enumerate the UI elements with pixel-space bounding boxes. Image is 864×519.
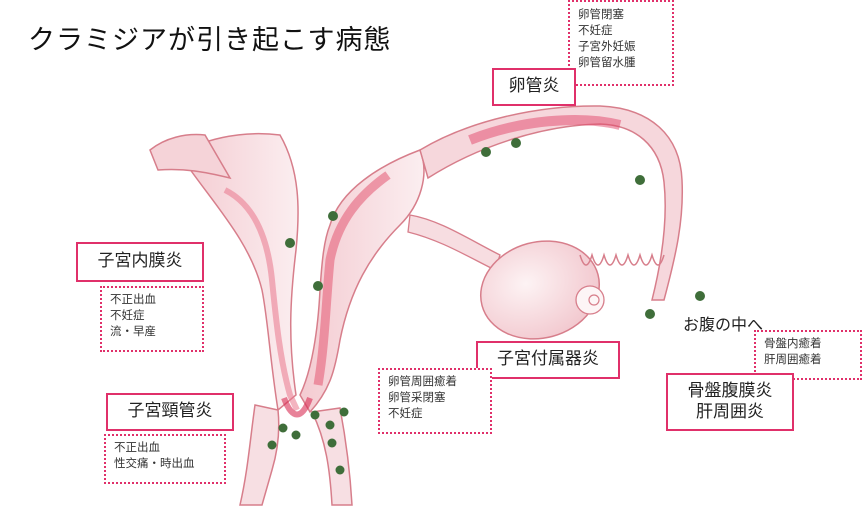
bacterium-dot <box>313 281 323 291</box>
bacterium-dot <box>327 438 337 448</box>
bacterium-dot <box>339 407 349 417</box>
tubal-sequelae-box: 卵管閉塞 不妊症 子宮外妊娠 卵管留水腫 <box>568 0 674 86</box>
uterus-right-wall <box>299 149 425 414</box>
perihepatitis-line: 肝周囲炎 <box>696 402 764 423</box>
endometritis-label: 子宮内膜炎 <box>76 242 204 282</box>
ovary <box>479 240 601 340</box>
sequela-item: 卵管采閉塞 <box>388 389 446 404</box>
bacterium-dot <box>310 410 320 420</box>
adnexitis-sequelae-box: 卵管周囲癒着 卵管采閉塞 不妊症 <box>378 368 492 434</box>
sequela-item: 肝周囲癒着 <box>764 351 822 366</box>
sequela-item: 卵管周囲癒着 <box>388 374 457 388</box>
cervix-left <box>239 404 280 506</box>
cervicitis-label: 子宮頸管炎 <box>106 393 234 431</box>
peritonitis-sequelae-box: 骨盤内癒着 肝周囲癒着 <box>754 330 862 380</box>
bacterium-dot <box>267 440 277 450</box>
ovarian-follicle <box>575 285 605 315</box>
bacterium-dot <box>278 423 288 433</box>
sequela-item: 骨盤内癒着 <box>764 336 822 350</box>
sequela-item: 子宮外妊娠 <box>578 38 636 53</box>
left-fallopian-tube <box>149 133 232 180</box>
diagram-title: クラミジアが引き起こす病態 <box>28 25 392 56</box>
bacterium-dot <box>481 147 491 157</box>
bacterium-dot <box>695 291 705 301</box>
pelvic-peritonitis-label: 骨盤腹膜炎 肝周囲炎 <box>666 373 794 431</box>
sequela-item: 不正出血 <box>114 440 160 454</box>
sequela-item: 流・早産 <box>110 323 156 338</box>
fimbriae <box>579 252 665 266</box>
sequela-item: 不妊症 <box>578 22 613 37</box>
bacterium-dot <box>635 175 645 185</box>
sequela-item: 性交痛・時出血 <box>114 455 195 470</box>
tube-inflammation <box>468 115 622 145</box>
adnexitis-label: 子宮付属器炎 <box>476 341 620 379</box>
ovarian-follicle-center <box>588 294 600 306</box>
cervical-os <box>281 396 313 418</box>
sequela-item: 不妊症 <box>388 405 423 420</box>
sequela-item: 卵管閉塞 <box>578 7 624 21</box>
salpingitis-label: 卵管炎 <box>492 68 576 106</box>
peritonitis-line: 骨盤腹膜炎 <box>687 381 773 401</box>
cervicitis-sequelae-box: 不正出血 性交痛・時出血 <box>104 434 226 484</box>
left-endometrium <box>223 187 300 412</box>
chlamydia-bacteria <box>267 138 705 475</box>
ovarian-ligament <box>407 214 501 271</box>
bacterium-dot <box>291 430 301 440</box>
bacterium-dot <box>335 465 345 475</box>
bacterium-dot <box>511 138 521 148</box>
uterus-left-wall <box>178 132 299 412</box>
bacterium-dot <box>328 211 338 221</box>
sequela-item: 卵管留水腫 <box>578 54 636 69</box>
into-abdomen-label: お腹の中へ <box>683 315 764 334</box>
cervix-right <box>310 407 353 506</box>
bacterium-dot <box>325 420 335 430</box>
right-endometrium <box>313 171 391 386</box>
bacterium-dot <box>285 238 295 248</box>
sequela-item: 不正出血 <box>110 292 156 306</box>
endometritis-sequelae-box: 不正出血 不妊症 流・早産 <box>100 286 204 352</box>
sequela-item: 不妊症 <box>110 307 145 322</box>
bacterium-dot <box>645 309 655 319</box>
